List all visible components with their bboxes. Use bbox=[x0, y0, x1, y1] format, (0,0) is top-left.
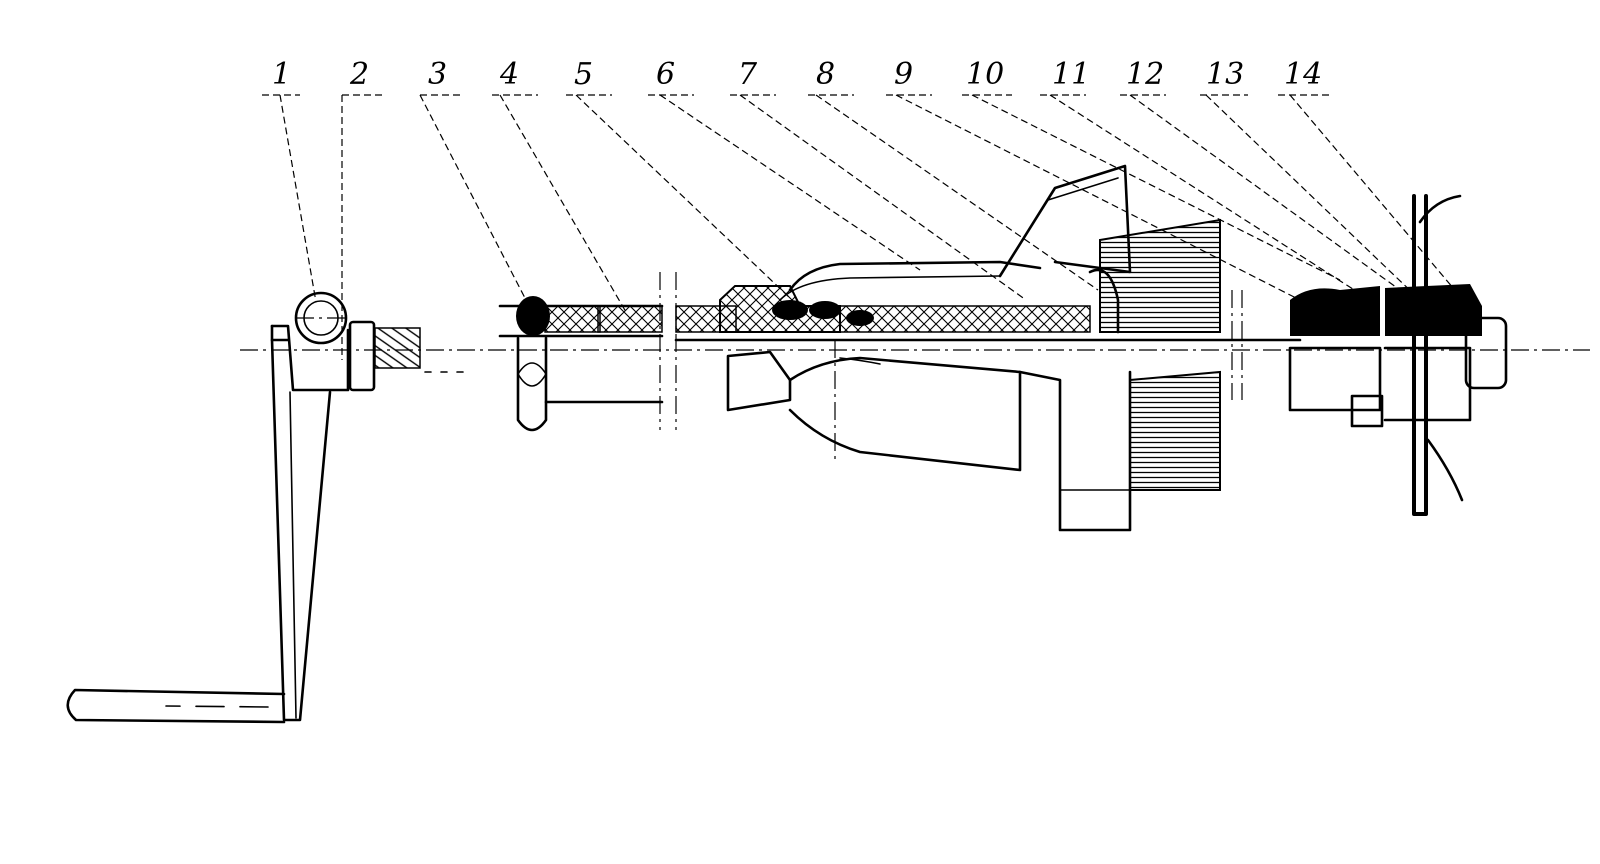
main-sleeve bbox=[674, 260, 1302, 472]
callout-8: 8 bbox=[816, 57, 835, 92]
callout-4: 4 bbox=[499, 57, 519, 92]
callout-7: 7 bbox=[738, 57, 758, 92]
callout-5: 5 bbox=[574, 57, 593, 92]
callout-2: 2 bbox=[349, 57, 369, 92]
flange-gear bbox=[998, 164, 1243, 532]
callout-13: 13 bbox=[1206, 57, 1244, 92]
callout-9: 9 bbox=[894, 57, 913, 92]
callout-6: 6 bbox=[656, 57, 675, 92]
callout-12: 12 bbox=[1126, 57, 1164, 92]
right-hub bbox=[1288, 194, 1508, 516]
callout-11: 11 bbox=[1052, 57, 1090, 92]
callout-14: 14 bbox=[1284, 57, 1322, 92]
callout-1: 1 bbox=[272, 57, 291, 92]
callout-labels: 1 2 3 4 5 6 7 8 9 10 11 12 13 14 bbox=[272, 57, 1322, 92]
threaded-stub bbox=[374, 327, 421, 369]
callout-3: 3 bbox=[428, 57, 447, 92]
shaft-left-end bbox=[498, 296, 664, 432]
leader-lines bbox=[262, 94, 1471, 360]
crank-handle bbox=[66, 291, 421, 724]
callout-10: 10 bbox=[966, 57, 1004, 92]
